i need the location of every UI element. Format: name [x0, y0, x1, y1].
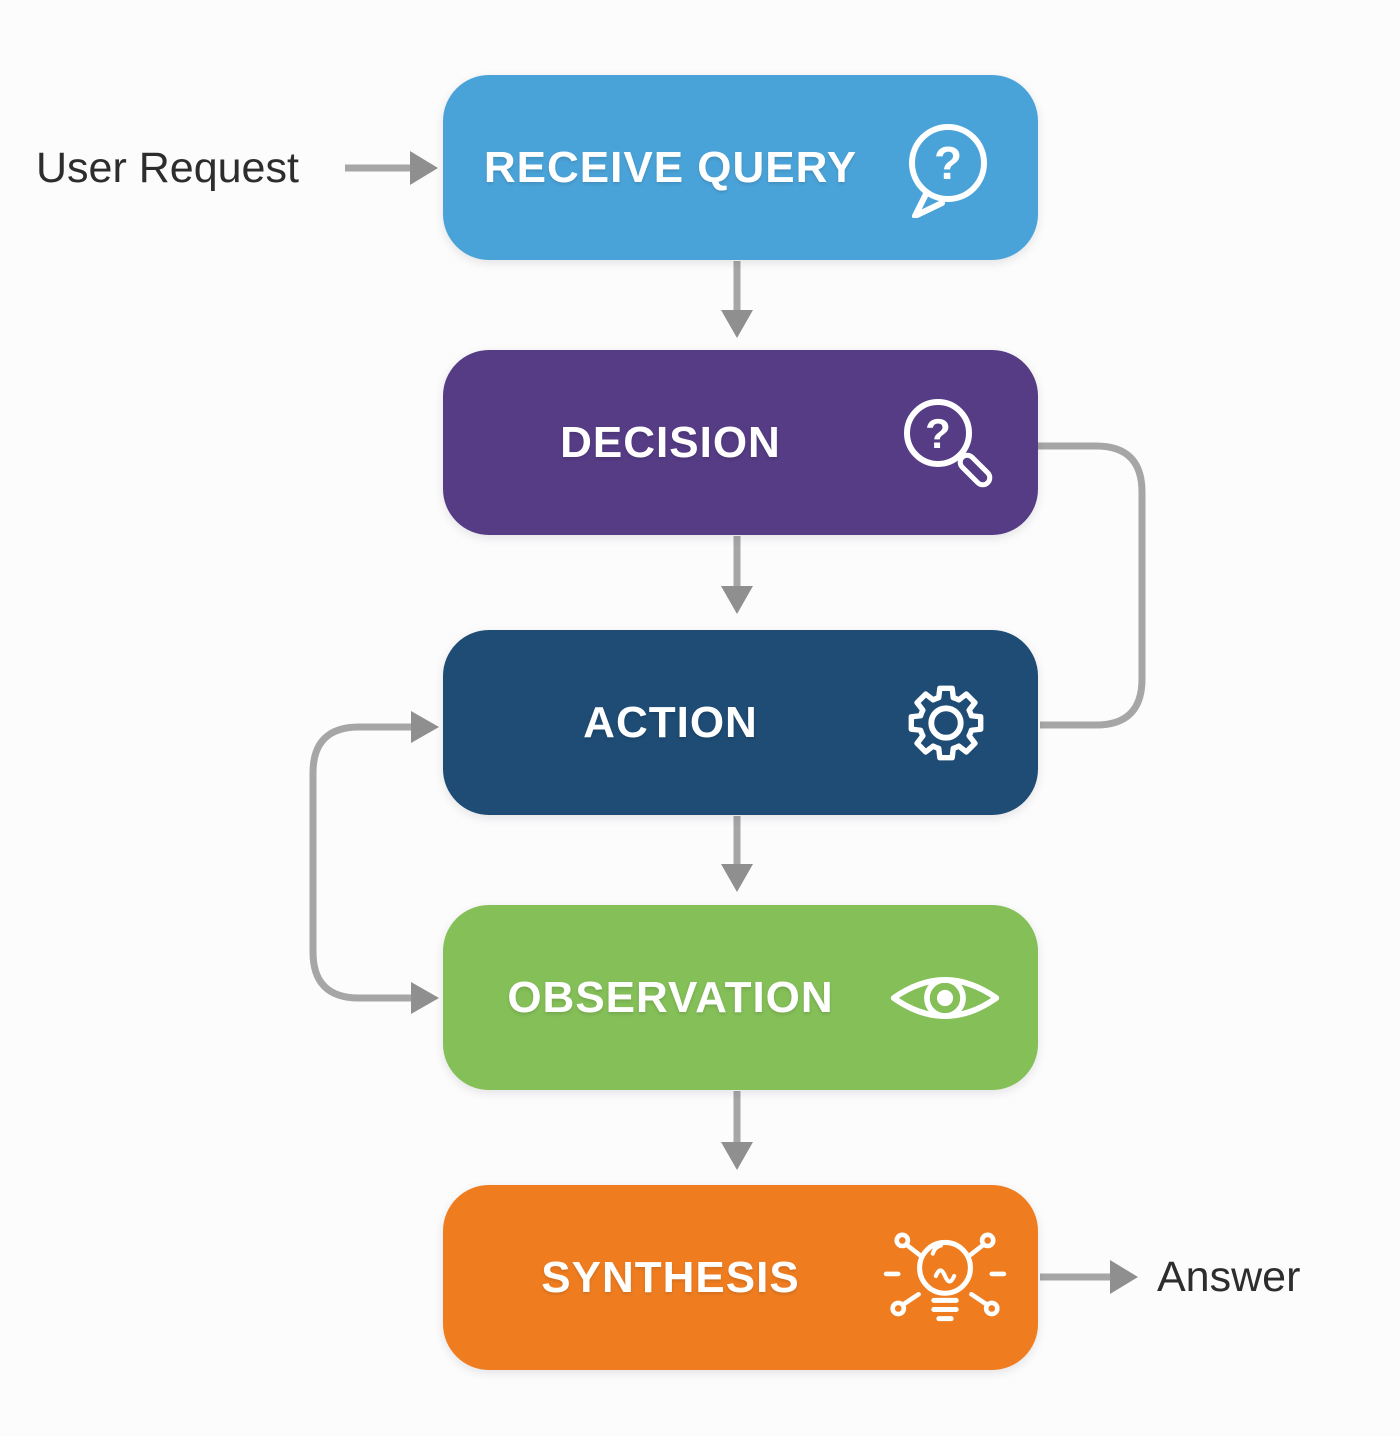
lightbulb-network-icon: [882, 1215, 1008, 1341]
magnifier-question-icon: ?: [896, 393, 996, 493]
question-speech-bubble-icon: ?: [896, 118, 996, 218]
node-decision: DECISION ?: [443, 350, 1038, 535]
edge-observation-action-left-loop: [309, 711, 439, 1014]
svg-text:?: ?: [925, 410, 951, 457]
edge-decision-to-action: [721, 536, 753, 614]
edge-receive-query-to-decision: [721, 261, 753, 338]
edge-action-to-observation: [721, 816, 753, 892]
node-synthesis-label: SYNTHESIS: [541, 1252, 800, 1302]
node-action: ACTION: [443, 630, 1038, 815]
node-receive-query-label: RECEIVE QUERY: [483, 142, 858, 192]
edge-synthesis-to-answer: [1040, 1260, 1138, 1294]
svg-text:?: ?: [934, 137, 962, 189]
edge-decision-to-action-right-elbow: [1038, 442, 1146, 729]
node-synthesis: SYNTHESIS: [443, 1185, 1038, 1370]
node-decision-label: DECISION: [560, 417, 781, 467]
node-action-label: ACTION: [583, 697, 758, 747]
edge-user-request-to-receive-query: [345, 151, 438, 185]
edge-observation-to-synthesis: [721, 1091, 753, 1170]
node-receive-query: RECEIVE QUERY ?: [443, 75, 1038, 260]
node-observation-label: OBSERVATION: [507, 972, 834, 1022]
user-request-label: User Request: [36, 144, 299, 192]
eye-icon: [888, 948, 1002, 1048]
answer-label: Answer: [1157, 1253, 1301, 1301]
node-observation: OBSERVATION: [443, 905, 1038, 1090]
gear-icon: [896, 673, 996, 773]
